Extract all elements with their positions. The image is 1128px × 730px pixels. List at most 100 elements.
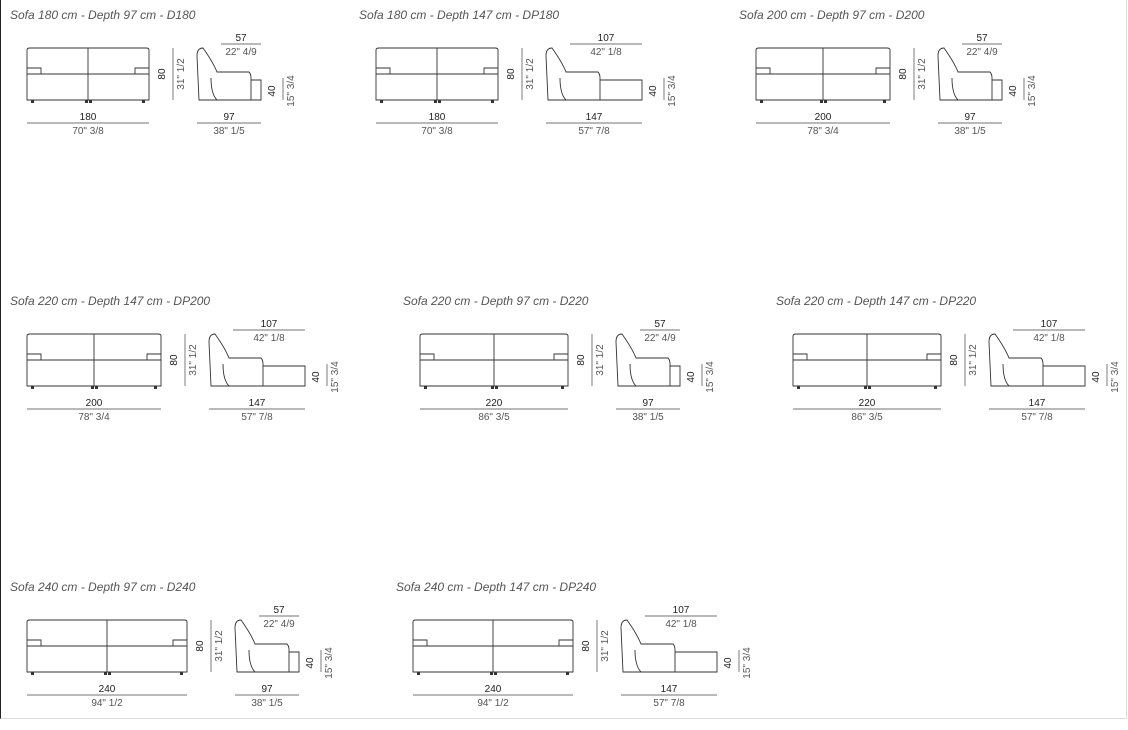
side-seat-extension xyxy=(289,651,300,673)
height-cm-label: 80 xyxy=(506,68,517,80)
seat-depth-cm-label: 107 xyxy=(598,33,615,44)
depth-cm-label: 97 xyxy=(223,112,235,123)
front-view xyxy=(755,47,891,124)
side-view xyxy=(615,333,681,387)
side-profile xyxy=(545,47,601,101)
depth-cm-label: 147 xyxy=(661,684,678,695)
seat-depth-in-label: 42" 1/8 xyxy=(590,47,622,58)
sofa-foot xyxy=(495,386,498,389)
width-cm-label: 180 xyxy=(80,112,97,123)
left-arm xyxy=(420,353,435,360)
height-cm-label: 80 xyxy=(169,354,180,366)
sofa-foot xyxy=(424,386,427,389)
side-arm-curve xyxy=(634,649,642,673)
front-view xyxy=(26,47,150,124)
backrest-outline xyxy=(26,47,150,101)
depth-in-label: 57" 7/8 xyxy=(578,126,610,137)
seat-depth-in-label: 42" 1/8 xyxy=(1033,333,1065,344)
depth-in-label: 38" 1/5 xyxy=(213,126,245,137)
sofa-title: Sofa 180 cm - Depth 147 cm - DP180 xyxy=(359,8,560,22)
sofa-foot xyxy=(89,100,92,103)
width-in-label: 78" 3/4 xyxy=(78,412,110,423)
side-seat-extension xyxy=(675,651,718,673)
right-arm xyxy=(134,67,149,74)
width-cm-label: 200 xyxy=(815,112,832,123)
side-arm-curve xyxy=(248,649,256,673)
sofa-title: Sofa 220 cm - Depth 97 cm - D220 xyxy=(403,294,589,308)
width-cm-label: 240 xyxy=(485,684,502,695)
seat-depth-in-label: 22" 4/9 xyxy=(225,47,257,58)
front-view xyxy=(412,619,574,696)
sofa-foot xyxy=(380,100,383,103)
width-cm-label: 220 xyxy=(486,398,503,409)
depth-cm-label: 147 xyxy=(249,398,266,409)
side-profile xyxy=(620,619,676,673)
side-view xyxy=(234,619,300,673)
sofa-title: Sofa 200 cm - Depth 97 cm - D200 xyxy=(739,8,925,22)
side-view xyxy=(545,47,643,101)
depth-cm-label: 147 xyxy=(1029,398,1046,409)
height-in-label: 31" 1/2 xyxy=(968,344,979,376)
depth-in-label: 57" 7/8 xyxy=(653,698,685,709)
side-arm-curve xyxy=(210,77,218,101)
sofa-title: Sofa 220 cm - Depth 147 cm - DP200 xyxy=(10,294,211,308)
right-arm xyxy=(146,353,161,360)
sofa-foot xyxy=(434,100,437,103)
side-view xyxy=(208,333,306,387)
height-in-label: 31" 1/2 xyxy=(595,344,606,376)
side-arm-curve xyxy=(951,77,959,101)
seat-height-in-label: 15" 3/4 xyxy=(705,361,716,393)
height-in-label: 31" 1/2 xyxy=(600,630,611,662)
side-view xyxy=(988,333,1086,387)
seat-height-cm-label: 40 xyxy=(686,371,697,383)
side-arm-curve xyxy=(222,363,230,387)
backrest-outline xyxy=(26,333,162,387)
sofa-foot xyxy=(561,386,564,389)
seat-height-in-label: 15" 3/4 xyxy=(1027,75,1038,107)
sofa-foot xyxy=(760,100,763,103)
width-in-label: 78" 3/4 xyxy=(807,126,839,137)
right-arm xyxy=(875,67,890,74)
seat-depth-in-label: 42" 1/8 xyxy=(253,333,285,344)
depth-in-label: 38" 1/5 xyxy=(632,412,664,423)
right-arm xyxy=(558,639,573,646)
sofa-drawing-2: Sofa 200 cm - Depth 97 cm - D200 200 78" 3… xyxy=(739,8,1079,158)
left-arm xyxy=(27,67,42,74)
seat-height-cm-label: 40 xyxy=(311,371,322,383)
sofa-foot xyxy=(883,100,886,103)
side-view xyxy=(937,47,1003,101)
height-in-label: 31" 1/2 xyxy=(176,58,187,90)
seat-depth-in-label: 22" 4/9 xyxy=(263,619,295,630)
seat-height-cm-label: 40 xyxy=(305,657,316,669)
seat-depth-in-label: 42" 1/8 xyxy=(665,619,697,630)
sofa-foot xyxy=(142,100,145,103)
height-in-label: 31" 1/2 xyxy=(214,630,225,662)
height-in-label: 31" 1/2 xyxy=(525,58,536,90)
left-arm xyxy=(756,67,771,74)
sofa-foot xyxy=(491,386,494,389)
depth-cm-label: 147 xyxy=(586,112,603,123)
side-profile xyxy=(208,333,264,387)
height-cm-label: 80 xyxy=(157,68,168,80)
backrest-outline xyxy=(792,333,942,387)
sofa-foot xyxy=(104,672,107,675)
seat-depth-cm-label: 107 xyxy=(673,605,690,616)
left-arm xyxy=(793,353,808,360)
side-profile xyxy=(937,47,993,101)
side-seat-extension xyxy=(600,79,643,101)
seat-depth-cm-label: 57 xyxy=(654,319,666,330)
sofa-foot xyxy=(154,386,157,389)
sofa-foot xyxy=(417,672,420,675)
seat-height-cm-label: 40 xyxy=(723,657,734,669)
seat-height-in-label: 15" 3/4 xyxy=(742,647,753,679)
sofa-title: Sofa 240 cm - Depth 147 cm - DP240 xyxy=(396,580,597,594)
